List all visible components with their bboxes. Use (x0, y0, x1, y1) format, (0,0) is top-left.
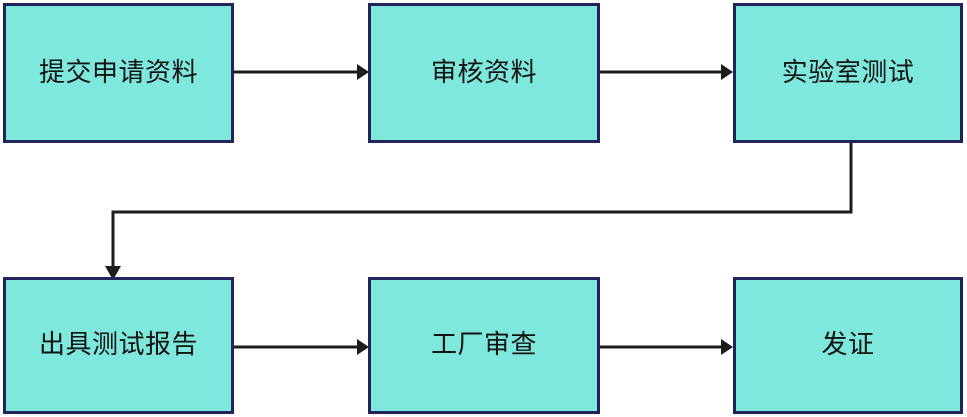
edge-report-to-factory (234, 339, 369, 355)
node-issue-certificate[interactable]: 发证 (733, 277, 963, 414)
node-factory-inspection[interactable]: 工厂审查 (368, 277, 600, 414)
node-issue-test-report[interactable]: 出具测试报告 (3, 277, 234, 414)
node-laboratory-test[interactable]: 实验室测试 (733, 3, 963, 143)
edge-submit-to-review (234, 64, 369, 80)
node-label: 实验室测试 (781, 57, 915, 88)
node-label: 提交申请资料 (38, 57, 198, 88)
node-submit-application[interactable]: 提交申请资料 (3, 3, 234, 143)
edge-labtest-to-report (105, 143, 853, 280)
node-label: 出具测试报告 (38, 330, 198, 361)
node-label: 工厂审查 (430, 330, 537, 361)
node-label: 发证 (821, 330, 875, 361)
node-label: 审核资料 (430, 57, 537, 88)
edge-review-to-labtest (600, 64, 733, 80)
node-review-documents[interactable]: 审核资料 (368, 3, 600, 143)
edge-factory-to-certificate (600, 339, 733, 355)
